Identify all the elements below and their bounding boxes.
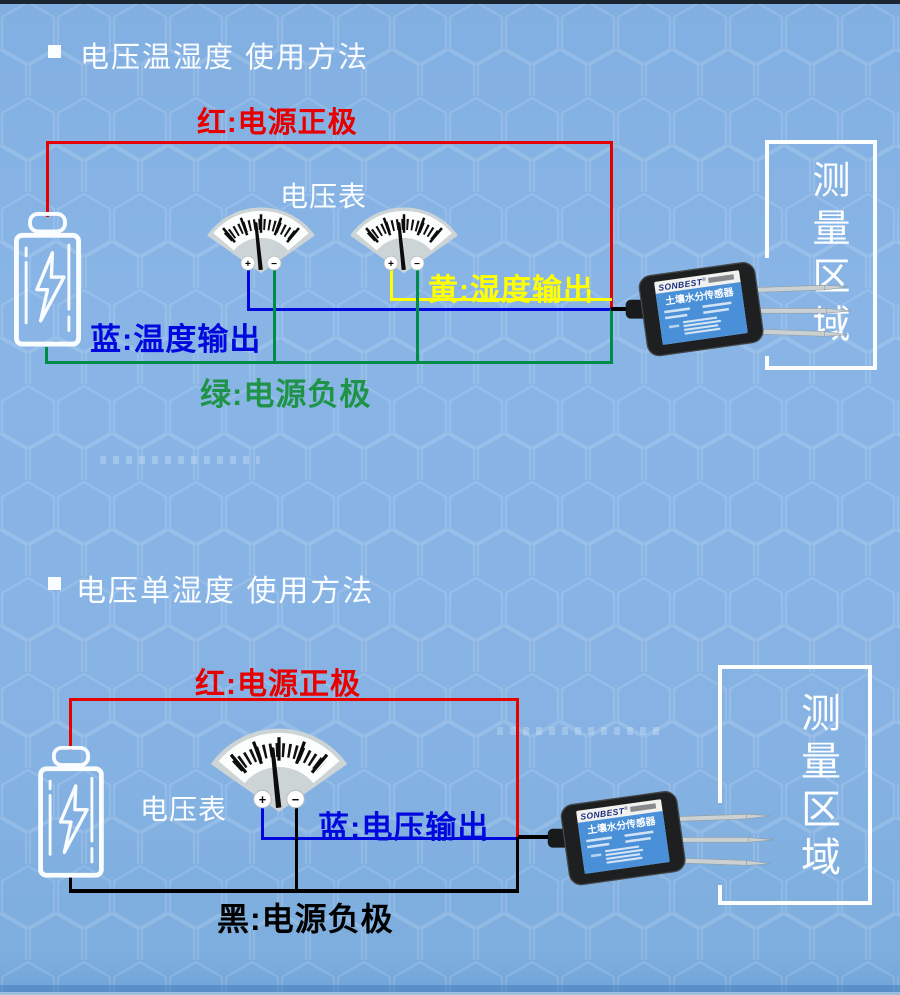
wire-red-right-drop-2 xyxy=(516,698,519,838)
gauge-needle xyxy=(397,221,406,271)
section2-title: 电压单湿度 使用方法 xyxy=(76,575,375,608)
section1-title: 电压温湿度 使用方法 xyxy=(80,42,370,74)
label-blue-voltage-output: 蓝:电压输出 xyxy=(318,810,490,845)
measure-box-left-upper xyxy=(718,665,722,803)
plus-sign: + xyxy=(388,259,394,270)
bottom-border-strip xyxy=(0,985,900,992)
label-yellow-humidity: 黄:湿度输出 xyxy=(428,274,594,307)
measure-box-right xyxy=(868,665,872,905)
wire-green-horizontal xyxy=(45,361,613,364)
sensor-cable-bottom xyxy=(518,835,552,839)
wire-red-positive-bottom xyxy=(69,698,519,701)
plus-terminal xyxy=(253,789,272,809)
gauge-needle xyxy=(270,746,282,808)
minus-sign: − xyxy=(292,792,299,807)
soil-moisture-sensor: SONBEST ® 土壤水分传感器 xyxy=(625,262,853,357)
watermark-dots xyxy=(497,727,662,735)
minus-terminal xyxy=(409,255,425,271)
sensor-body: SONBEST ® 土壤水分传感器 xyxy=(638,262,764,357)
lightning-icon xyxy=(58,784,89,855)
label-red-positive-top: 红:电源正极 xyxy=(197,107,358,139)
wire-red-positive-top xyxy=(46,141,612,144)
wire-black-minus-drop xyxy=(295,804,298,892)
measure-box-bottom xyxy=(765,366,877,370)
lightning-icon xyxy=(35,251,66,323)
plus-terminal xyxy=(240,255,256,271)
sensor-prongs xyxy=(748,284,853,337)
battery-cap xyxy=(52,746,90,767)
section2-bullet xyxy=(48,577,61,590)
voltmeter-gauge-3: + − xyxy=(210,728,348,812)
measure-box-right xyxy=(873,140,877,370)
voltmeter-gauge-2: + − xyxy=(350,207,458,274)
wire-yellow-horizontal xyxy=(390,298,612,301)
wire-blue-horizontal xyxy=(247,308,613,311)
measure-box-bottom xyxy=(718,901,872,905)
minus-terminal xyxy=(286,789,305,809)
measure-box-left-upper xyxy=(765,140,769,258)
label-green-negative-top: 绿:电源负极 xyxy=(200,377,372,412)
measure-area-label-bottom: 测量区域 xyxy=(795,692,839,884)
measure-box-top xyxy=(765,140,877,144)
wire-green-battery-drop xyxy=(45,347,48,363)
sensor-body: SONBEST ® 土壤水分传感器 xyxy=(560,791,686,886)
wire-black-battery-drop xyxy=(69,876,72,891)
label-blue-temperature: 蓝:温度输出 xyxy=(90,322,262,357)
plus-terminal xyxy=(383,255,399,271)
measure-area-label-top: 测量区域 xyxy=(806,160,848,352)
wire-green-meter2-drop xyxy=(416,268,419,364)
measure-box-left-lower xyxy=(765,356,769,370)
wire-blue-vertical xyxy=(247,268,250,311)
soil-moisture-sensor: SONBEST ® 土壤水分传感器 xyxy=(547,791,775,886)
battery-body xyxy=(38,766,104,878)
label-voltmeter-bottom: 电压表 xyxy=(140,794,228,825)
label-voltmeter-top: 电压表 xyxy=(280,181,368,212)
wire-red-right-drop xyxy=(610,141,613,309)
label-red-positive-bottom: 红:电源正极 xyxy=(195,668,361,701)
wire-green-meter1-drop xyxy=(273,268,276,364)
battery-body xyxy=(13,232,82,347)
gauge-ticks xyxy=(223,218,299,242)
watermark-dots xyxy=(100,456,260,464)
minus-sign: − xyxy=(414,259,420,270)
voltmeter-gauge-1: + − xyxy=(207,207,315,274)
sensor-brand-reg: ® xyxy=(702,276,707,283)
battery-icon xyxy=(38,746,104,878)
plus-sign: + xyxy=(259,792,266,807)
minus-sign: − xyxy=(271,259,277,270)
gauge-ticks xyxy=(366,218,442,242)
bottom-edge-line xyxy=(0,992,900,995)
wire-black-horizontal xyxy=(69,889,519,893)
gauge-needle xyxy=(254,221,263,271)
wire-green-right-riser xyxy=(610,309,613,363)
wire-yellow-vertical xyxy=(390,268,393,301)
minus-terminal xyxy=(266,255,282,271)
gauge-ticks xyxy=(232,743,326,772)
measure-box-top xyxy=(718,665,872,669)
wire-red-battery-drop-2 xyxy=(69,698,72,750)
wire-blue-horizontal-2 xyxy=(261,837,519,840)
top-border-strip xyxy=(0,0,900,4)
sensor-prongs xyxy=(670,813,775,866)
measure-box-left-lower xyxy=(718,885,722,905)
battery-icon xyxy=(13,212,82,347)
sensor-cable-top xyxy=(611,307,631,311)
label-black-negative: 黑:电源负极 xyxy=(217,901,394,937)
wire-blue-vertical-2 xyxy=(261,804,264,840)
wire-red-battery-drop xyxy=(46,141,49,217)
wire-black-right-riser xyxy=(516,837,519,891)
section1-bullet xyxy=(48,45,61,58)
plus-sign: + xyxy=(245,259,251,270)
sensor-brand-reg: ® xyxy=(624,805,629,812)
battery-cap xyxy=(28,212,67,234)
